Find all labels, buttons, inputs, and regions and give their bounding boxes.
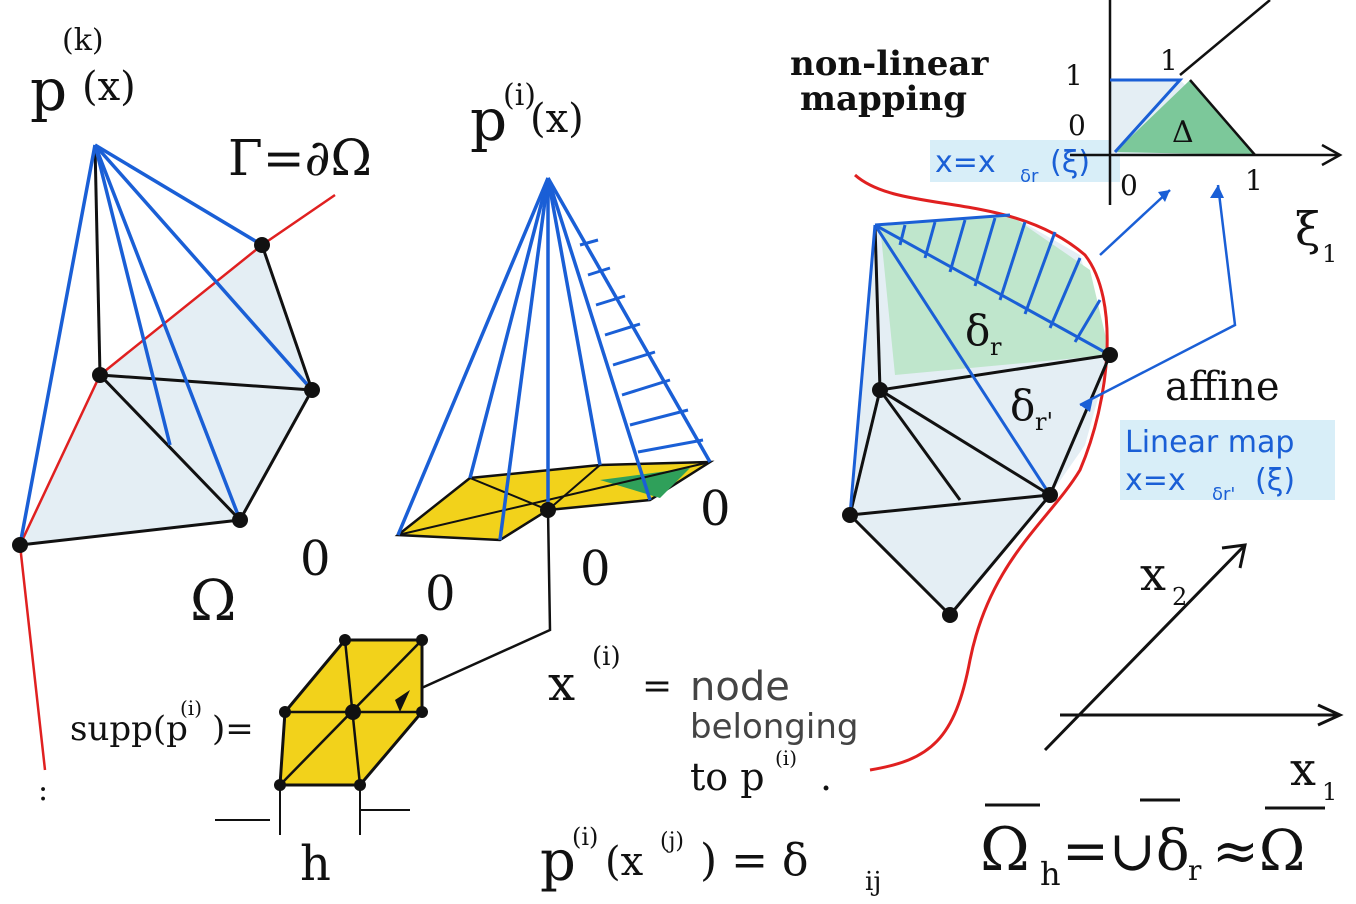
arrow-head-1 (1158, 190, 1170, 202)
right-boundary-curve (854, 173, 1109, 772)
support-patch-nodes (274, 634, 428, 791)
label-xi: ξ (1295, 202, 1320, 256)
ref-triangle-green (1115, 80, 1255, 155)
label-delta-p-sup: (i) (572, 823, 598, 851)
left-mesh-nodes (12, 237, 320, 553)
label-p-i: p (470, 86, 507, 154)
label-map-formula: x=x (935, 145, 996, 180)
reference-triangle (1070, 0, 1343, 205)
label-delta-end: ) = δ (700, 835, 809, 886)
label-delta-r: δ (965, 306, 990, 355)
label-zero-b: 0 (425, 566, 456, 622)
left-pyramid-edges (18, 143, 314, 546)
label-zero-d: 0 (700, 481, 731, 537)
ref-label-one-top: 1 (1160, 44, 1178, 77)
label-node-line3: to p (690, 755, 765, 799)
map-formula-bg (930, 140, 1120, 182)
label-omega-h: Ω (980, 815, 1030, 885)
label-delta-arg-sup: (j) (660, 829, 684, 854)
right-blue-edges (848, 213, 1111, 516)
h-dimension (215, 790, 410, 835)
label-delta-p: p (540, 829, 576, 894)
arrow-head-2 (1210, 185, 1224, 198)
label-union-formula: =∪δ (1062, 819, 1190, 884)
right-panel-mesh (842, 173, 1237, 772)
label-omega: Ω (190, 569, 236, 634)
label-gamma: Γ=∂Ω (228, 129, 372, 187)
label-linear-formula-sub: δr' (1212, 484, 1235, 505)
left-mesh-edges (19, 144, 314, 547)
label-x-i: x (548, 656, 575, 712)
ref-label-one-right: 1 (1245, 164, 1263, 197)
label-node-line3-end: . (820, 755, 832, 799)
label-omega-h-sub: h (1040, 855, 1061, 893)
delta-r-green-fill (880, 215, 1110, 375)
right-mesh-nodes (842, 347, 1118, 623)
label-x2-sub: 2 (1172, 583, 1187, 611)
label-linear-map: Linear map (1125, 425, 1294, 460)
label-supp-end: )= (212, 709, 254, 749)
label-x1: x (1290, 742, 1316, 796)
middle-panel-hat-function (394, 177, 715, 702)
label-node-line1: node (690, 664, 790, 710)
label-x2: x (1140, 547, 1166, 601)
label-x1-sub: 1 (1322, 778, 1337, 806)
middle-pyramid-edges (396, 177, 712, 541)
label-xi-sub: 1 (1322, 240, 1337, 268)
left-panel-hat-function: : (12, 143, 336, 808)
label-nonlinear-1: non-linear (790, 44, 989, 84)
label-union-sub: r (1188, 854, 1202, 887)
label-delta-sub: ij (865, 867, 881, 897)
ref-label-one-left: 1 (1065, 59, 1083, 92)
label-node-line3-sup: (i) (775, 746, 797, 770)
label-x-i-eq: = (642, 666, 672, 707)
label-node-line2: belonging (690, 707, 858, 747)
label-x-i-sup: (i) (592, 642, 621, 672)
label-zero-c: 0 (580, 541, 611, 597)
ref-label-zero-bottom: 0 (1120, 169, 1138, 202)
label-p-k: p (30, 56, 67, 124)
support-patch (215, 634, 428, 835)
label-delta-arg: (x (605, 839, 644, 885)
label-p-i-sup: (i) (503, 78, 536, 113)
right-mesh-edges (848, 224, 1112, 617)
label-supp-sup: (i) (180, 696, 202, 720)
arrow-head-3 (1080, 398, 1093, 412)
label-p-i-arg: (x) (530, 96, 584, 142)
ref-blue-edges (1110, 78, 1184, 154)
label-supp: supp(p (70, 709, 188, 749)
label-map-formula-sub: δr (1020, 166, 1039, 187)
label-p-k-arg: (x) (82, 64, 136, 110)
right-hatching (898, 217, 1102, 343)
label-map-formula-end: (ξ) (1050, 145, 1090, 180)
label-p-k-sup: (k) (62, 23, 104, 58)
ref-axes (1070, 0, 1343, 205)
xy-axes (1043, 543, 1344, 752)
middle-hatching (579, 238, 704, 454)
linear-map-bg (1120, 420, 1335, 500)
ref-label-zero-left: 0 (1068, 109, 1086, 142)
label-delta-r-prime-sub: r' (1035, 408, 1053, 436)
label-delta-r-sub: r (990, 333, 1002, 361)
label-zero-a: 0 (300, 531, 331, 587)
label-linear-formula-end: (ξ) (1255, 463, 1295, 498)
support-base-lines (397, 461, 711, 541)
ref-label-delta: Δ (1172, 115, 1194, 150)
pointer-arrowhead (395, 690, 410, 712)
label-h: h (300, 836, 331, 892)
label-nonlinear-2: mapping (800, 79, 967, 119)
label-linear-formula: x=x (1125, 463, 1186, 498)
pointer-line (394, 509, 552, 702)
dots-mark: : (38, 773, 48, 808)
mapping-arrows (1079, 184, 1237, 407)
left-mesh-fill (20, 375, 240, 545)
label-delta-r-prime: δ (1010, 381, 1035, 430)
label-union-approx: ≈Ω (1212, 819, 1305, 884)
label-affine: affine (1165, 364, 1280, 410)
